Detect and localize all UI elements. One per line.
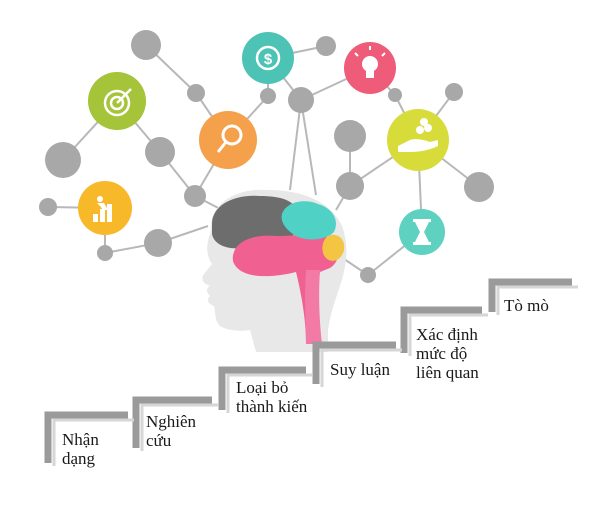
gray-node xyxy=(131,30,161,60)
search-node xyxy=(199,111,257,169)
gray-node xyxy=(97,245,113,261)
idea-node xyxy=(344,42,396,94)
gray-nodes xyxy=(39,30,494,283)
gray-node xyxy=(464,172,494,202)
label-line: liên quan xyxy=(416,363,479,382)
gray-node xyxy=(45,142,81,178)
label-line: Nhận xyxy=(62,430,99,449)
gray-node xyxy=(39,198,57,216)
brain xyxy=(212,195,345,344)
label-line: Suy luận xyxy=(330,360,390,379)
svg-text:$: $ xyxy=(264,51,273,68)
dollar-icon: $ xyxy=(255,45,281,71)
gray-node xyxy=(144,229,172,257)
label-line: Nghiên xyxy=(146,412,197,431)
brain-yellow-lobe xyxy=(322,234,345,261)
brain-teal-lobe xyxy=(281,201,337,240)
hourglass-node xyxy=(399,209,445,255)
gray-node xyxy=(184,185,206,207)
step-5 xyxy=(400,306,482,353)
step-label-xac-dinh-muc-do-lien-quan: Xác định mức độ liên quan xyxy=(416,325,506,382)
magnifier-icon xyxy=(216,124,243,153)
gray-node xyxy=(360,267,376,283)
hourglass-icon xyxy=(413,219,431,245)
gray-node xyxy=(445,83,463,101)
step-label-nghien-cuu: Nghiên cứu xyxy=(146,412,226,450)
gray-node xyxy=(336,172,364,200)
step-label-loai-bo-thanh-kien: Loại bỏ thành kiến xyxy=(236,378,331,416)
runner-node xyxy=(78,181,132,235)
label-line: mức độ xyxy=(416,344,468,363)
step-label-to-mo: Tò mò xyxy=(504,296,584,315)
label-line: dạng xyxy=(62,449,96,468)
label-line: cứu xyxy=(146,431,172,450)
money-node: $ xyxy=(242,32,294,84)
gray-node xyxy=(388,88,402,102)
label-line: Loại bỏ xyxy=(236,378,289,397)
step-6 xyxy=(488,278,572,312)
label-line: thành kiến xyxy=(236,397,308,416)
gray-node xyxy=(187,84,205,102)
brain-stem xyxy=(305,270,322,344)
gray-node xyxy=(316,36,336,56)
target-icon xyxy=(103,88,132,117)
hand-node xyxy=(387,109,449,171)
step-label-nhan-dang: Nhận dạng xyxy=(62,430,132,468)
gray-node xyxy=(288,87,314,113)
gray-node xyxy=(145,137,175,167)
step-label-suy-luan: Suy luận xyxy=(330,360,405,379)
step-3 xyxy=(218,366,306,410)
label-line: Tò mò xyxy=(504,296,549,315)
step-4 xyxy=(312,341,396,384)
step-2 xyxy=(132,396,212,448)
label-line: Xác định xyxy=(416,325,478,344)
hand-coins-icon xyxy=(398,118,438,152)
gray-node xyxy=(260,88,276,104)
gray-node xyxy=(334,120,366,152)
runner-chart-icon xyxy=(93,196,112,222)
step-1 xyxy=(44,411,128,463)
staircase-shadow xyxy=(52,285,578,466)
target-node xyxy=(88,72,146,130)
lightbulb-icon xyxy=(354,46,386,78)
brain-gray-lobe xyxy=(212,195,299,249)
staircase xyxy=(44,278,572,463)
